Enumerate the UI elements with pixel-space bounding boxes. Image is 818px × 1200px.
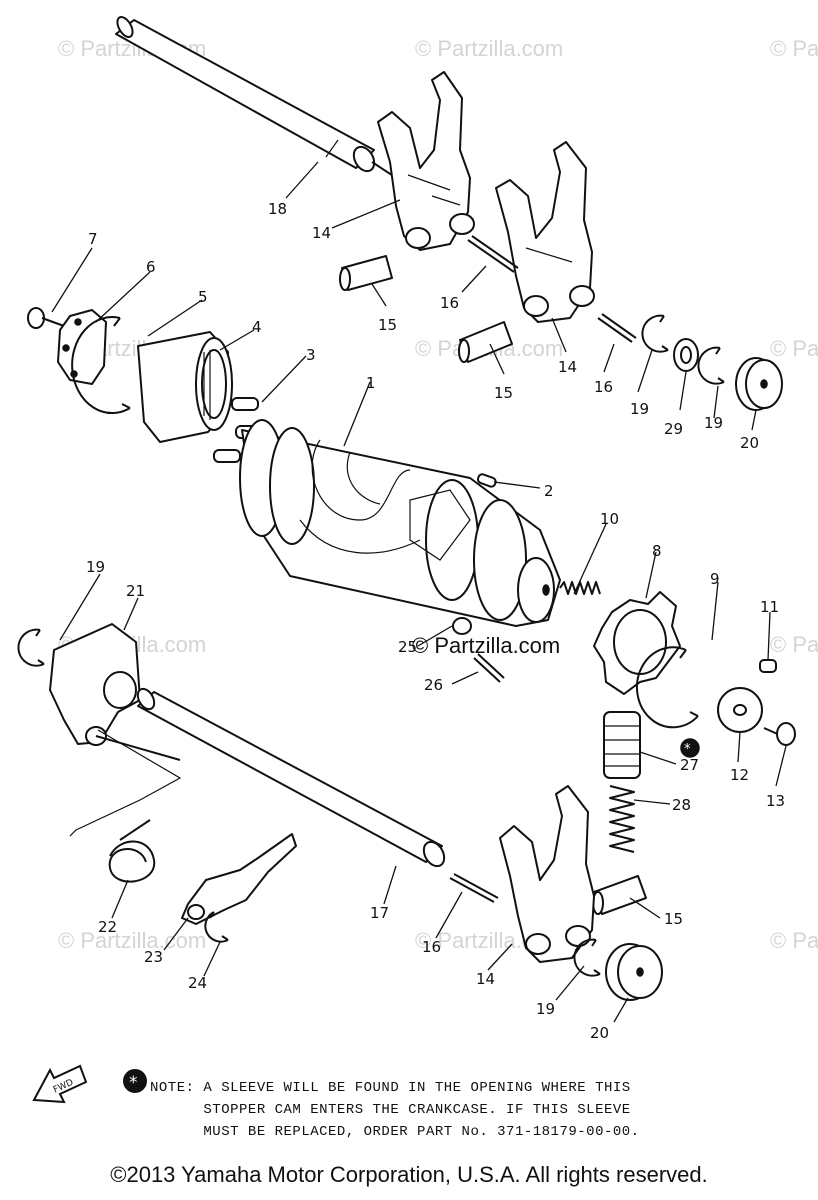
label-2: 2 xyxy=(544,482,554,500)
label-15: 15 xyxy=(664,910,683,928)
label-7: 7 xyxy=(88,230,98,248)
label-16: 16 xyxy=(422,938,441,956)
label-10: 10 xyxy=(600,510,619,528)
watermark: © Partzilla.com xyxy=(770,928,818,953)
label-13: 13 xyxy=(766,792,785,810)
label-1: 1 xyxy=(366,374,376,392)
label-15: 15 xyxy=(494,384,513,402)
label-8: 8 xyxy=(652,542,662,560)
label-20: 20 xyxy=(740,434,759,452)
part-16-cotter-pins xyxy=(449,235,637,903)
label-27: 27 xyxy=(680,756,699,774)
label-29: 29 xyxy=(664,420,683,438)
watermark: © Partzilla.com xyxy=(770,336,818,361)
label-22: 22 xyxy=(98,918,117,936)
label-3: 3 xyxy=(306,346,316,364)
svg-text:*: * xyxy=(684,742,691,757)
watermark: © Partzilla.com xyxy=(770,36,818,61)
svg-text:*: * xyxy=(129,1073,138,1093)
label-16: 16 xyxy=(594,378,613,396)
part-17-shift-fork-shaft xyxy=(136,687,446,868)
label-12: 12 xyxy=(730,766,749,784)
copyright-footer: ©2013 Yamaha Motor Corporation, U.S.A. A… xyxy=(110,1162,708,1187)
watermark: © Partzilla.com xyxy=(415,36,563,61)
label-28: 28 xyxy=(672,796,691,814)
label-19: 19 xyxy=(86,558,105,576)
part-labels: 18 14 15 16 14 15 16 19 29 19 20 7 6 5 4… xyxy=(86,200,785,1042)
leader-lines xyxy=(51,161,787,1023)
note-line-3: MUST BE REPLACED, ORDER PART No. 371-181… xyxy=(150,1124,640,1140)
label-6: 6 xyxy=(146,258,156,276)
label-19: 19 xyxy=(704,414,723,432)
part-18-shift-fork-shaft xyxy=(115,16,431,201)
label-5: 5 xyxy=(198,288,208,306)
part-14-shift-fork-upper-left xyxy=(377,71,475,251)
label-19: 19 xyxy=(630,400,649,418)
watermark: © Partzilla.com xyxy=(58,928,206,953)
label-21: 21 xyxy=(126,582,145,600)
part-19-20-lower-right xyxy=(573,938,663,1001)
label-25: 25 xyxy=(398,638,417,656)
label-19: 19 xyxy=(536,1000,555,1018)
part-19-circlips-and-bearings xyxy=(641,314,783,411)
part-22-to-24-lower-linkage xyxy=(69,729,297,943)
part-15-guide-pins xyxy=(339,255,647,915)
label-20: 20 xyxy=(590,1024,609,1042)
label-4: 4 xyxy=(252,318,262,336)
note-line-2: STOPPER CAM ENTERS THE CRANKCASE. IF THI… xyxy=(150,1102,631,1118)
part-8-stopper-cam xyxy=(593,591,681,695)
label-17: 17 xyxy=(370,904,389,922)
fwd-arrow-icon: FWD xyxy=(32,1064,88,1104)
label-14: 14 xyxy=(476,970,495,988)
label-18: 18 xyxy=(268,200,287,218)
part-11-to-13-right-fasteners xyxy=(717,659,796,746)
label-23: 23 xyxy=(144,948,163,966)
label-26: 26 xyxy=(424,676,443,694)
part-27-28-springs xyxy=(603,711,641,853)
part-10-pin xyxy=(559,581,601,595)
part-19-circlip-lower-left xyxy=(17,628,45,667)
asterisk-marker-27: * xyxy=(680,738,700,758)
label-11: 11 xyxy=(760,598,779,616)
label-14: 14 xyxy=(312,224,331,242)
part-14-shift-fork-upper-right xyxy=(495,141,595,323)
part-9-circlip xyxy=(635,646,699,729)
label-15: 15 xyxy=(378,316,397,334)
label-24: 24 xyxy=(188,974,207,992)
note-line-1: NOTE: A SLEEVE WILL BE FOUND IN THE OPEN… xyxy=(150,1080,631,1096)
watermark: © Partzilla.com xyxy=(770,632,818,657)
asterisk-icon: * xyxy=(123,1069,147,1093)
part-25-26-small-parts xyxy=(452,617,505,683)
part-1-shift-drum xyxy=(239,419,561,627)
label-16: 16 xyxy=(440,294,459,312)
label-14: 14 xyxy=(558,358,577,376)
part-2-pin xyxy=(476,473,497,488)
label-9: 9 xyxy=(710,570,720,588)
part-21-shift-lever xyxy=(49,623,181,761)
part-4-to-7-left-assembly xyxy=(27,307,233,443)
center-watermark: © Partzilla.com xyxy=(412,633,560,658)
